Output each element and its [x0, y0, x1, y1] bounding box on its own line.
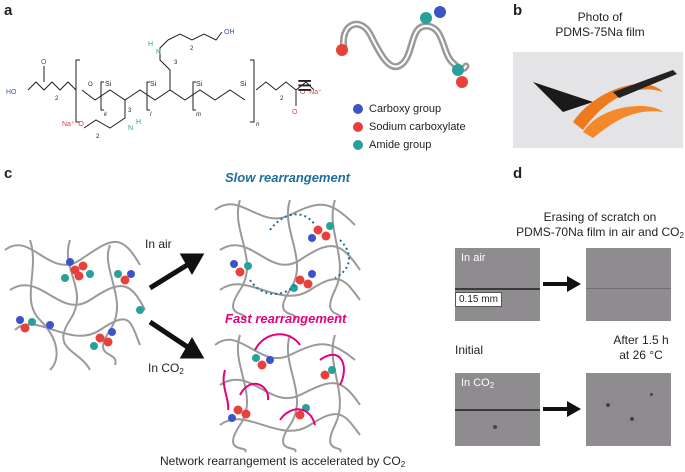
initial-label: Initial: [455, 343, 484, 357]
scratch-line: [455, 409, 540, 411]
legend-item-sodium: Sodium carboxylate: [353, 118, 466, 136]
caption-subscript: 2: [400, 460, 406, 469]
scratch-line: [455, 288, 540, 290]
na-right: O⁻Na⁺: [300, 88, 322, 96]
sub3-bottom: 3: [128, 108, 132, 114]
k-index: k: [104, 112, 108, 118]
slow-arrows: [249, 213, 350, 295]
legend: Carboxy group Sodium carboxylate Amide g…: [353, 100, 466, 154]
si-4: Si: [240, 81, 247, 88]
in-co2-photo-text: In CO: [461, 377, 490, 389]
in-co2-label: In CO2: [148, 361, 184, 376]
sub3-top: 3: [174, 60, 178, 66]
l-index: l: [150, 112, 152, 118]
teal-bead: [420, 12, 432, 24]
network-schematic: [4, 199, 361, 453]
n-top: N: [156, 49, 161, 56]
si-1: Si: [105, 81, 112, 88]
scratch-title-line2: PDMS-70Na film in air and CO2: [515, 225, 685, 243]
ion-cluster-bottom: [228, 354, 336, 422]
photo-title-line2: PDMS-75Na film: [555, 25, 645, 39]
arrow-air: [543, 276, 581, 292]
h-bottom: H: [136, 119, 141, 126]
particle: [650, 393, 653, 396]
na-left: Na⁺⁻O: [62, 120, 84, 128]
scratch-title-subscript: 2: [679, 231, 684, 240]
fast-rearrangement-label: Fast rearrangement: [225, 311, 347, 326]
equivalent-symbol: ≡: [297, 70, 313, 100]
fast-arrows: [222, 333, 345, 426]
micrograph-co2-initial: [455, 373, 540, 446]
particle: [630, 417, 634, 421]
oh-top: OH: [224, 29, 235, 36]
in-air-label: In air: [145, 237, 172, 251]
red-bead: [336, 44, 348, 56]
sub2-bottom: 2: [96, 134, 100, 140]
micrograph-co2-after: [586, 373, 671, 446]
photo-title: Photo of PDMS-75Na film: [520, 10, 680, 40]
legend-item-carboxy: Carboxy group: [353, 100, 466, 118]
scratch-line-faded: [586, 288, 671, 289]
scale-bar: 0.15 mm: [455, 292, 502, 307]
slow-rearrangement-label: Slow rearrangement: [225, 170, 350, 185]
co2-subscript: 2: [179, 367, 184, 376]
in-co2-text: In CO: [148, 361, 180, 375]
panel-label-d: d: [513, 165, 523, 182]
h-top: H: [148, 41, 153, 48]
o-label-left: O: [41, 59, 47, 66]
micrograph-air-after: [586, 248, 671, 321]
scratch-title: Erasing of scratch on PDMS-70Na film in …: [515, 210, 685, 243]
caption-text: Network rearrangement is accelerated by …: [160, 454, 401, 468]
legend-label: Carboxy group: [369, 103, 442, 115]
blue-bead: [434, 6, 446, 18]
sub2-top: 2: [190, 46, 194, 52]
panel-label-b: b: [513, 2, 523, 19]
si-2: Si: [150, 81, 157, 88]
teal-bead-2: [452, 64, 464, 76]
n-bottom: N: [128, 125, 133, 132]
polymer-chain-schematic: [336, 6, 470, 88]
panel-label-a: a: [4, 2, 13, 19]
transition-arrows: [148, 253, 205, 359]
scratch-title-line1: Erasing of scratch on: [543, 210, 657, 224]
in-air-photo-label: In air: [461, 252, 486, 264]
ion-cluster-top: [230, 222, 334, 292]
sub2-left: 2: [55, 96, 59, 102]
film-photo: [513, 52, 683, 148]
o-right: O: [292, 109, 298, 116]
in-co2-photo-label: In CO2: [461, 377, 494, 390]
ion-cluster-left: [16, 258, 144, 350]
sodium-dot: [353, 122, 363, 132]
ho-label: HO: [6, 89, 17, 96]
carboxy-dot: [353, 104, 363, 114]
si-3: Si: [196, 81, 203, 88]
sub2-right: 2: [280, 96, 284, 102]
m-index: m: [196, 112, 201, 118]
o-bb-1: O: [88, 82, 93, 88]
arrow-co2: [543, 401, 581, 417]
after-line2: at 26 °C: [619, 348, 663, 362]
legend-item-amide: Amide group: [353, 136, 466, 154]
chemical-structure: HO O 2 O Si Si Si Si k l m n 3 H N 2 OH …: [6, 29, 322, 140]
amide-dot: [353, 140, 363, 150]
particle: [606, 403, 610, 407]
micrograph-air-initial: [455, 248, 540, 321]
scratch-title-text: PDMS-70Na film in air and CO: [516, 225, 680, 239]
photo-title-line1: Photo of: [577, 10, 623, 24]
after-line1: After 1.5 h: [613, 333, 669, 347]
legend-label: Amide group: [369, 139, 432, 151]
n-index: n: [256, 122, 260, 128]
network-caption: Network rearrangement is accelerated by …: [160, 454, 405, 469]
legend-label: Sodium carboxylate: [369, 121, 466, 133]
after-label: After 1.5 h at 26 °C: [586, 333, 685, 363]
particle: [493, 425, 497, 429]
in-co2-photo-subscript: 2: [489, 381, 495, 390]
panel-label-c: c: [4, 165, 13, 182]
red-bead-2: [456, 76, 468, 88]
